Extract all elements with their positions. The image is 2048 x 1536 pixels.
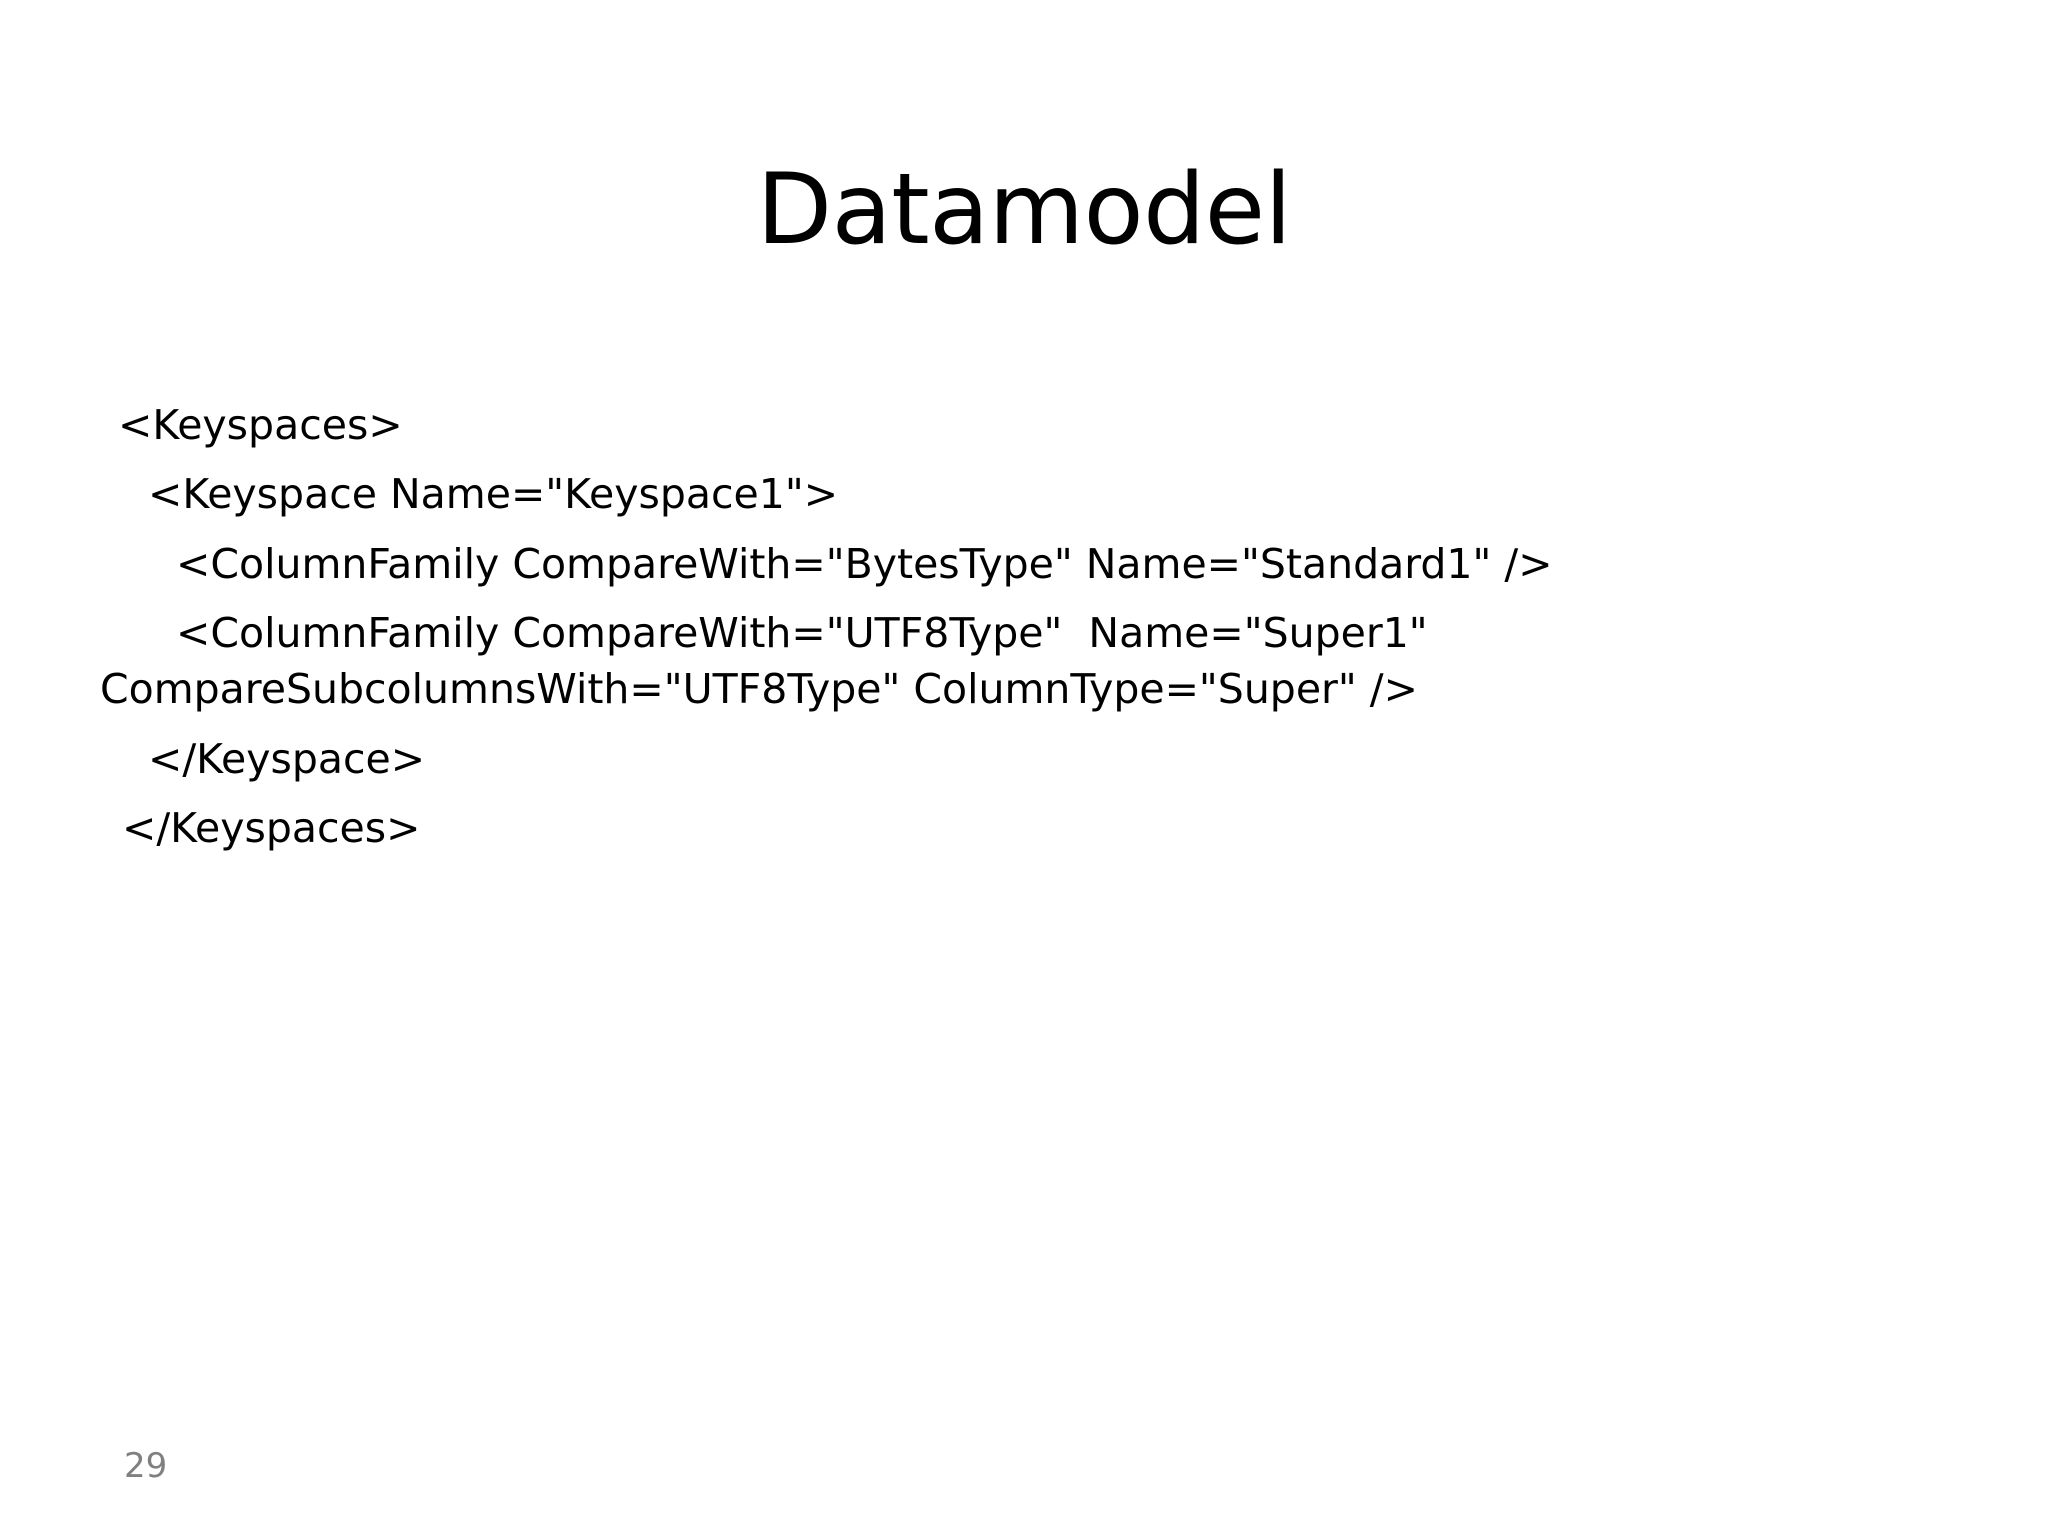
code-line-columnfamily-standard1: <ColumnFamily CompareWith="BytesType" Na…: [176, 539, 1553, 588]
code-block: <Keyspaces> <Keyspace Name="Keyspace1"> …: [100, 398, 1980, 856]
code-line-keyspace-open: <Keyspace Name="Keyspace1">: [148, 469, 839, 518]
code-line-keyspaces-close: </Keyspaces>: [122, 803, 421, 852]
code-line-keyspaces-open: <Keyspaces>: [118, 401, 403, 449]
code-line-keyspace-close: </Keyspace>: [148, 734, 426, 783]
code-line-columnfamily-super1: <ColumnFamily CompareWith="UTF8Type" Nam…: [100, 609, 1441, 713]
page-title: Datamodel: [756, 152, 1292, 267]
slide-page-number: 29: [124, 1446, 168, 1486]
